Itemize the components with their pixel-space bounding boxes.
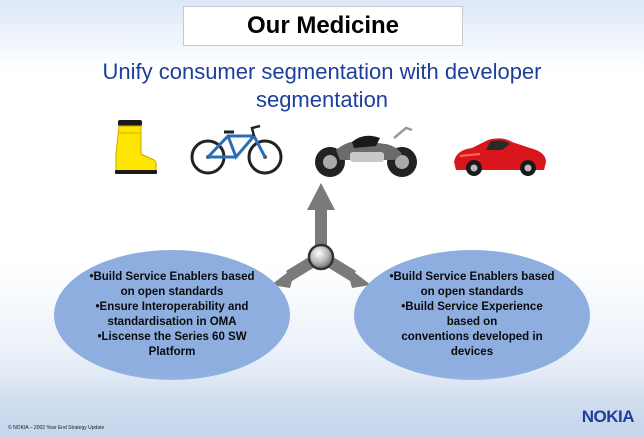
left-bubble-line: standardisation in OMA [107, 316, 237, 328]
left-bubble-line: •Build Service Enablers based [89, 271, 255, 283]
slide-title: Our Medicine [246, 12, 400, 39]
left-bubble-line: •Liscense the Series 60 SW [97, 331, 247, 343]
hub-ball-icon [307, 243, 335, 271]
right-bubble-line: •Build Service Enablers based [389, 271, 555, 283]
right-bubble-line: based on [446, 316, 498, 328]
slide-subtitle: Unify consumer segmentation with develop… [102, 59, 542, 112]
arrow-left-head [271, 266, 296, 288]
right-bubble-line: conventions developed in [401, 331, 543, 343]
nokia-logo: NOKIA [581, 407, 635, 426]
bicycle-icon [190, 124, 283, 175]
right-bubble-line: •Build Service Experience [401, 301, 543, 313]
left-bubble-line: •Ensure Interoperability and [95, 301, 249, 313]
right-bubble: •Build Service Enablers based on open st… [354, 250, 590, 380]
left-bubble-line: Platform [148, 346, 196, 358]
title-box: Our Medicine [183, 6, 463, 46]
sports-car-icon [454, 138, 546, 176]
footer-bar [0, 372, 644, 437]
arrow-up [315, 205, 327, 249]
left-bubble-line: on open standards [120, 286, 224, 298]
arrow-up-head [307, 183, 335, 210]
right-bubble-line: on open standards [420, 286, 524, 298]
rain-boot-icon [115, 120, 157, 174]
copyright-text: © NOKIA – 2002 Year End Strategy Update [8, 425, 105, 431]
motorcycle-icon [315, 126, 417, 177]
left-bubble: •Build Service Enablers based on open st… [54, 250, 290, 380]
arrow-right-head [346, 266, 371, 288]
right-bubble-line: devices [450, 346, 494, 358]
